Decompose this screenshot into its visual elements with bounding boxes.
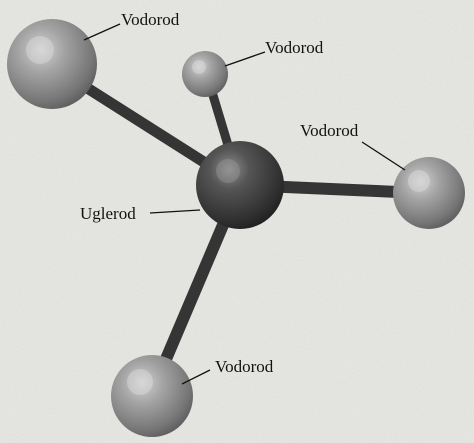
hydrogen-atom-right [393, 157, 465, 229]
label-hydrogen-right: Vodorod [300, 121, 359, 140]
hydrogen-atom-top-left-highlight [26, 36, 54, 64]
label-hydrogen-top: Vodorod [265, 38, 324, 57]
hydrogen-atom-top-left [7, 19, 97, 109]
hydrogen-atom-right-highlight [408, 170, 430, 192]
hydrogen-atom-bottom-highlight [127, 369, 153, 395]
leader-bottom [181, 369, 211, 385]
label-hydrogen-bottom: Vodorod [215, 357, 274, 376]
label-carbon: Uglerod [80, 204, 136, 223]
hydrogen-atom-bottom [111, 355, 193, 437]
carbon-atom-highlight [216, 159, 240, 183]
label-leaders [83, 23, 406, 385]
label-hydrogen-top-left: Vodorod [121, 10, 180, 29]
leader-right [361, 141, 406, 171]
leader-carbon [149, 209, 201, 214]
leader-top-left [83, 23, 121, 41]
leader-top [224, 51, 266, 67]
hydrogen-atom-top [182, 51, 228, 97]
hydrogen-atom-top-highlight [192, 60, 206, 74]
carbon-atom [196, 141, 284, 229]
